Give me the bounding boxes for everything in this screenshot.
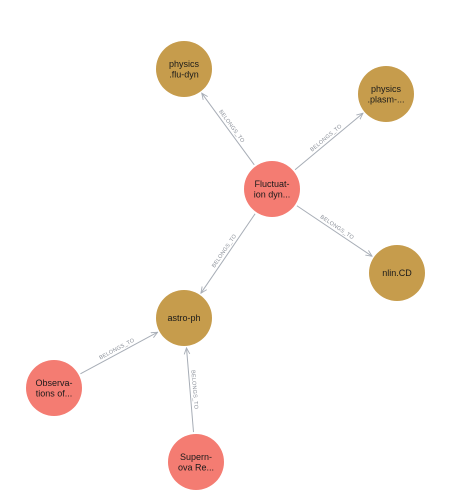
node-label: ova Re... — [178, 462, 214, 472]
edge-line[interactable] — [201, 213, 256, 293]
edge-fluct-plasm[interactable]: BELONGS_TO — [294, 113, 363, 171]
node-fluct[interactable]: Fluctuat-ion dyn... — [244, 161, 300, 217]
edges-layer: BELONGS_TO BELONGS_TO BELONGS_TO BELONGS_TO… — [80, 93, 372, 433]
node-label: astro-ph — [167, 313, 200, 323]
edge-obs-astro[interactable]: BELONGS_TO — [80, 332, 157, 375]
edge-label: BELONGS_TO — [211, 233, 238, 269]
node-label: Observa- — [35, 378, 72, 388]
edge-fluct-nlin[interactable]: BELONGS_TO — [296, 205, 372, 257]
node-label: ion dyn... — [254, 189, 291, 199]
edge-line[interactable] — [296, 205, 372, 257]
node-label: .plasm-... — [367, 94, 404, 104]
paper-node-circle[interactable] — [168, 434, 224, 490]
node-label: .flu-dyn — [169, 69, 199, 79]
nodes-layer: Fluctuat-ion dyn...physics.flu-dynphysic… — [26, 41, 425, 490]
edge-fluct-astro[interactable]: BELONGS_TO — [201, 213, 256, 293]
edge-label: BELONGS_TO — [319, 214, 355, 241]
edge-line[interactable] — [186, 348, 195, 433]
node-plasm[interactable]: physics.plasm-... — [358, 66, 414, 122]
paper-node-circle[interactable] — [26, 360, 82, 416]
category-node-circle[interactable] — [358, 66, 414, 122]
node-astro[interactable]: astro-ph — [156, 290, 212, 346]
node-nlin[interactable]: nlin.CD — [369, 245, 425, 301]
node-label: Fluctuat- — [254, 179, 289, 189]
node-obs[interactable]: Observa-tions of... — [26, 360, 82, 416]
edge-label: BELONGS_TO — [189, 370, 198, 410]
node-label: physics — [371, 84, 402, 94]
edge-label: BELONGS_TO — [98, 337, 136, 361]
edge-super-astro[interactable]: BELONGS_TO — [186, 348, 199, 433]
edge-fluct-fludyn[interactable]: BELONGS_TO — [202, 93, 255, 166]
node-fludyn[interactable]: physics.flu-dyn — [156, 41, 212, 97]
node-super[interactable]: Supern-ova Re... — [168, 434, 224, 490]
category-node-circle[interactable] — [369, 245, 425, 301]
edge-line[interactable] — [202, 93, 255, 166]
node-label: physics — [169, 59, 200, 69]
node-label: tions of... — [36, 388, 73, 398]
node-label: Supern- — [180, 452, 212, 462]
category-node-circle[interactable] — [156, 41, 212, 97]
category-node-circle[interactable] — [156, 290, 212, 346]
edge-label: BELONGS_TO — [309, 123, 343, 153]
edge-label: BELONGS_TO — [217, 109, 245, 145]
edge-line[interactable] — [294, 113, 363, 171]
paper-node-circle[interactable] — [244, 161, 300, 217]
node-label: nlin.CD — [382, 268, 412, 278]
edge-line[interactable] — [80, 332, 157, 375]
